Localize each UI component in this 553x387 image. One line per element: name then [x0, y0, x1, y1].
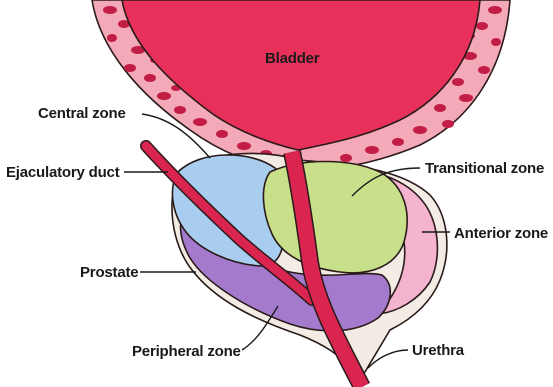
label-bladder: Bladder [265, 50, 320, 67]
label-urethra: Urethra [412, 342, 465, 359]
label-peripheral-zone: Peripheral zone [132, 343, 241, 360]
label-transitional-zone: Transitional zone [425, 160, 544, 177]
label-anterior-zone: Anterior zone [454, 225, 548, 242]
label-central-zone: Central zone [38, 105, 126, 122]
label-ejaculatory-duct: Ejaculatory duct [6, 164, 120, 181]
label-prostate: Prostate [80, 264, 138, 281]
